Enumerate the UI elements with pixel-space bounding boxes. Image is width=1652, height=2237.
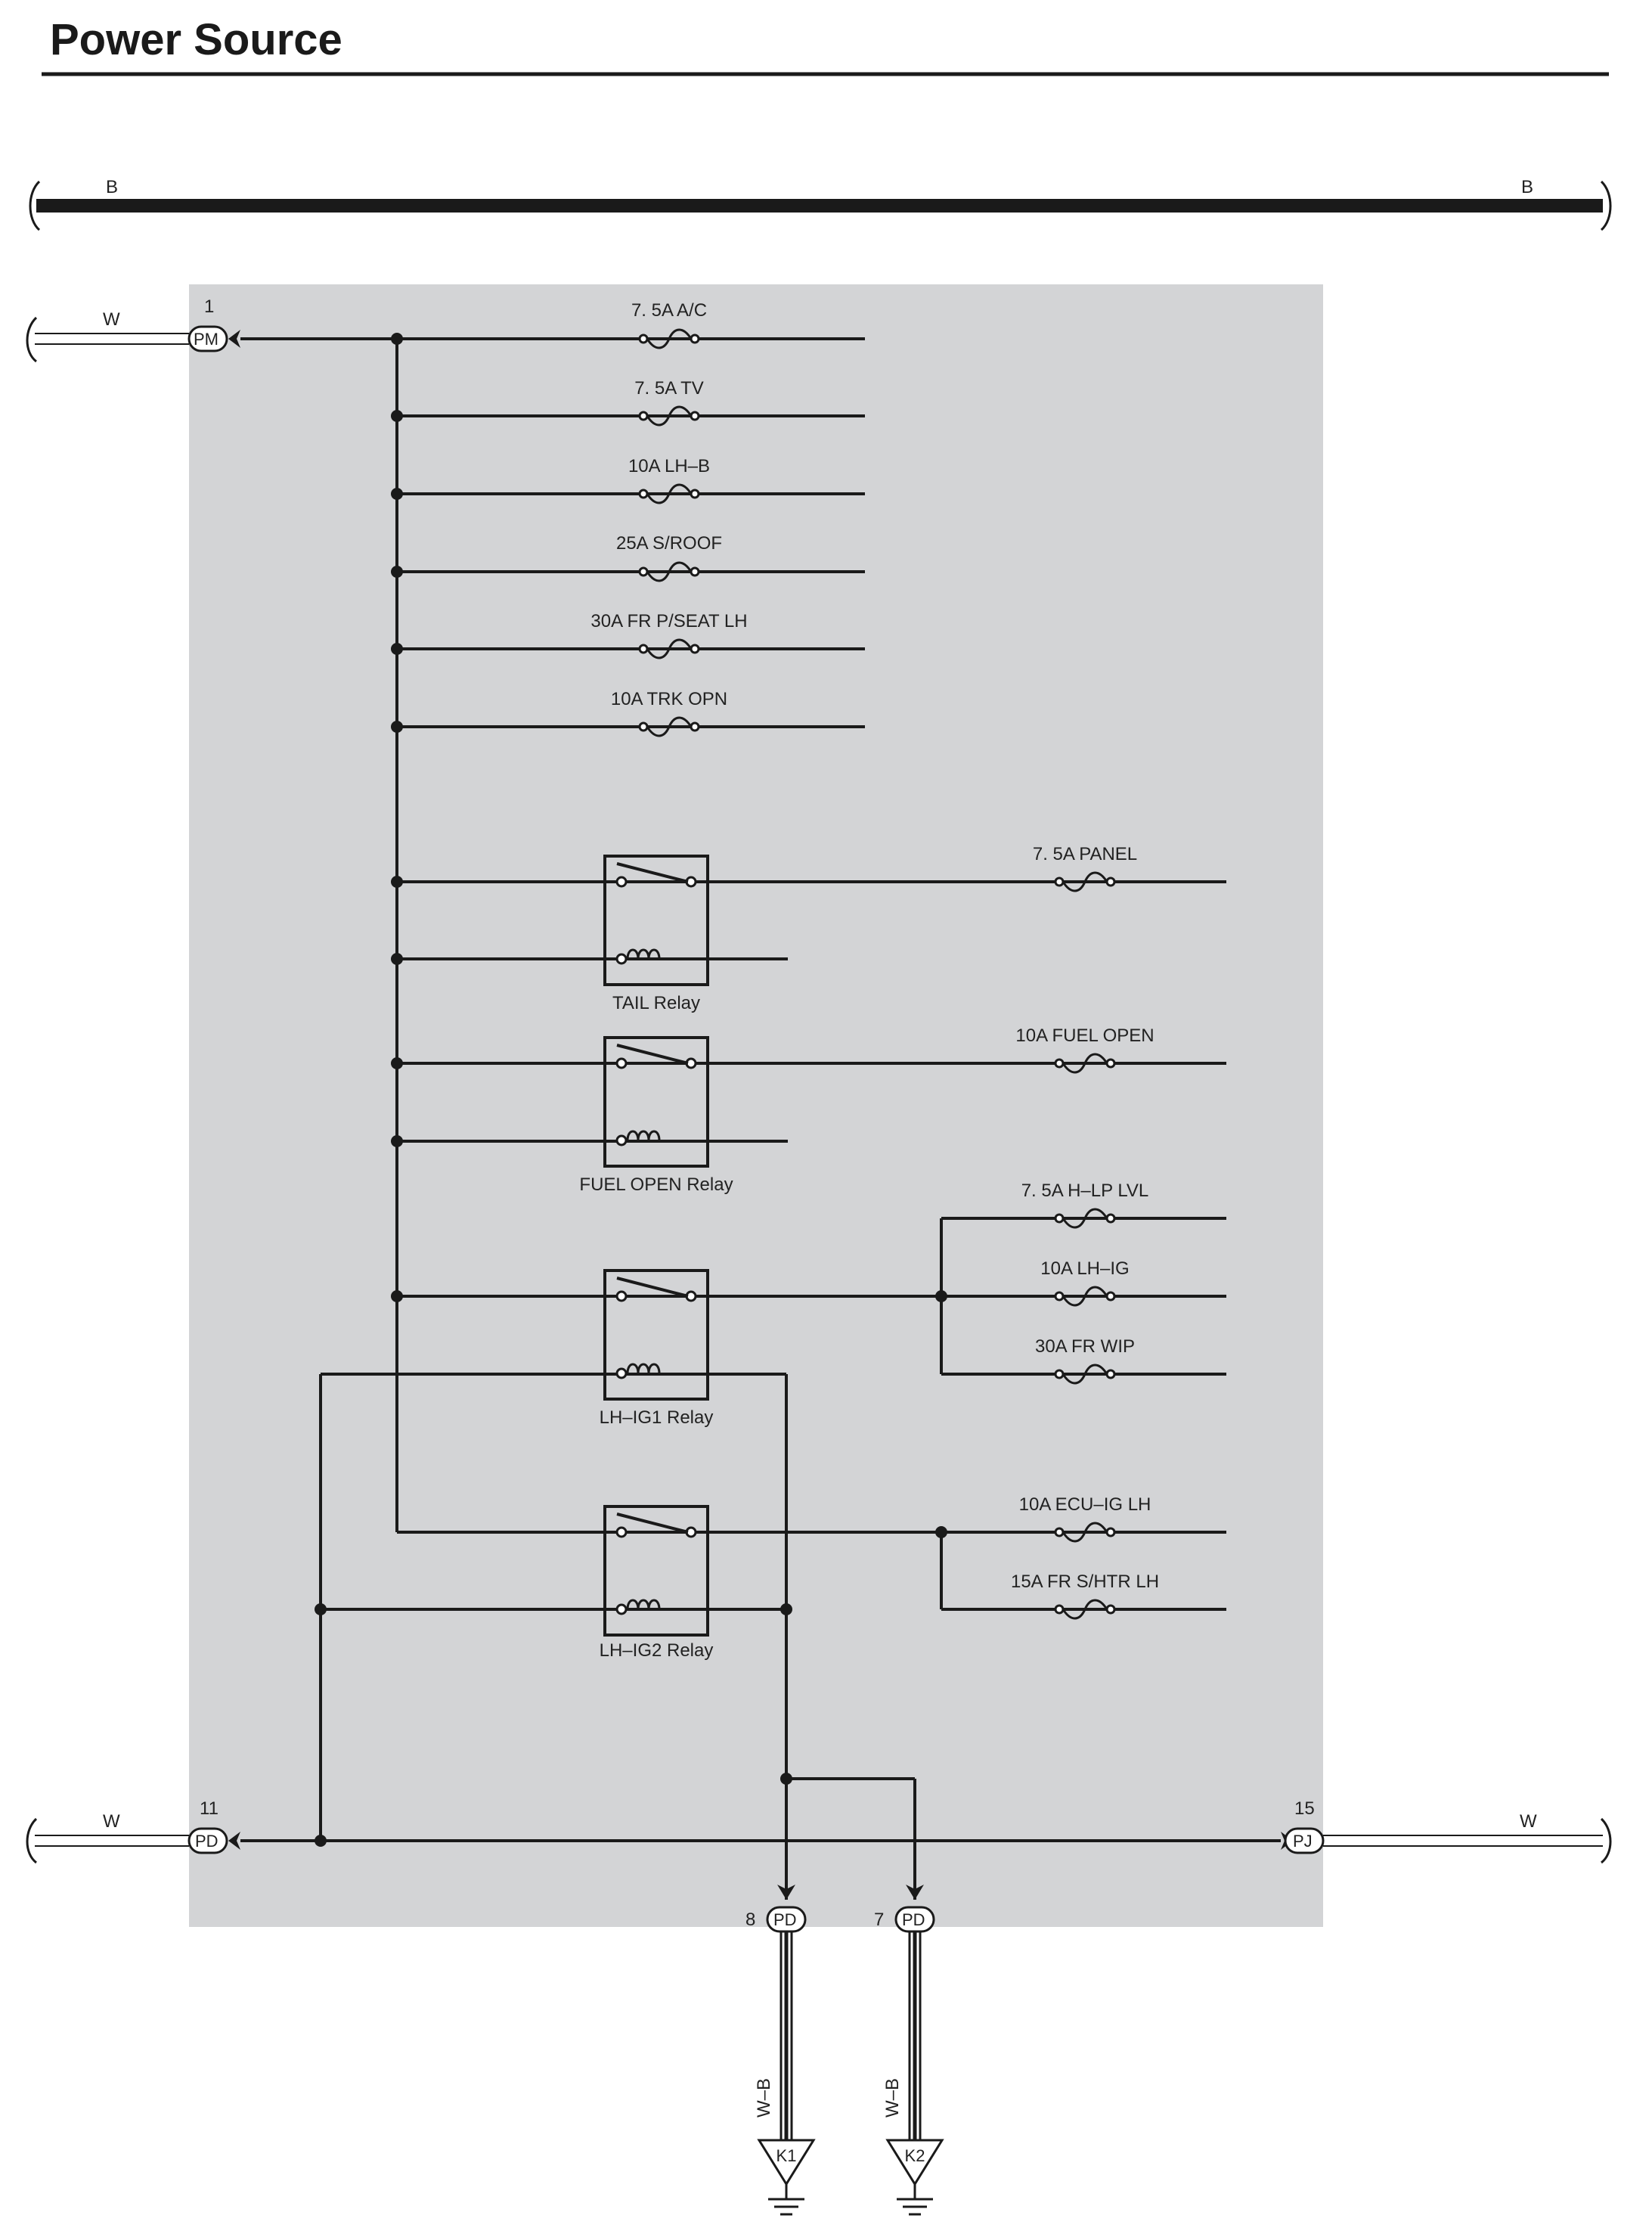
- pj-connector-label: PJ: [1293, 1832, 1313, 1851]
- lh-ig2-relay-label: LH–IG2 Relay: [600, 1640, 714, 1661]
- fuse-fuel-open-label: 10A FUEL OPEN: [1015, 1025, 1154, 1046]
- fuel-open-relay-label: FUEL OPEN Relay: [579, 1174, 733, 1195]
- fuse-hlp-lvl-label: 7. 5A H–LP LVL: [1021, 1181, 1149, 1201]
- junction-dots: [315, 333, 947, 1847]
- pd8-connector-label: PD: [773, 1910, 797, 1929]
- fuse-branches: [397, 337, 865, 728]
- fuse-lh-b-label: 10A LH–B: [628, 456, 710, 476]
- fuse-ecu-ig-label: 10A ECU–IG LH: [1019, 1494, 1151, 1515]
- pd8-pin-number: 8: [745, 1910, 755, 1930]
- lh-ig1-relay-label: LH–IG1 Relay: [600, 1407, 714, 1428]
- pm-pin-number: 1: [204, 296, 214, 317]
- pd7-wire-color: W–B: [882, 2078, 903, 2118]
- pd7-connector-label: PD: [902, 1910, 925, 1929]
- bus-left-label: B: [106, 177, 118, 197]
- ground-k1-label: K1: [776, 2146, 797, 2165]
- fuse-panel-label: 7. 5A PANEL: [1033, 844, 1137, 864]
- fuse-ac-label: 7. 5A A/C: [631, 300, 707, 321]
- pd-left-connector-label: PD: [195, 1832, 219, 1851]
- fuse-lh-ig-label: 10A LH–IG: [1040, 1258, 1129, 1279]
- fuse-fr-wip-label: 30A FR WIP: [1035, 1336, 1135, 1357]
- bus-right-label: B: [1521, 177, 1533, 197]
- pd-left-pin-number: 11: [200, 1798, 219, 1819]
- pm-connector-label: PM: [194, 330, 219, 349]
- pd8-wire-color: W–B: [754, 2078, 774, 2118]
- fuse-tv-label: 7. 5A TV: [634, 378, 704, 399]
- junction-block: [189, 284, 1323, 1927]
- pj-connector: [1284, 1827, 1325, 1854]
- pd-left-connector: [188, 1827, 228, 1854]
- fuse-fr-pseat-label: 30A FR P/SEAT LH: [590, 611, 747, 631]
- pd-left-wire-color: W: [103, 1811, 120, 1832]
- tail-relay-label: TAIL Relay: [612, 993, 700, 1013]
- pd7-pin-number: 7: [874, 1910, 884, 1930]
- pm-wire-color: W: [103, 309, 120, 330]
- page-title: Power Source: [50, 15, 342, 64]
- fuse-fr-shtr-label: 15A FR S/HTR LH: [1011, 1571, 1159, 1592]
- fuse-sroof-label: 25A S/ROOF: [616, 533, 722, 554]
- pm-connector: [188, 325, 228, 352]
- fuse-trk-opn-label: 10A TRK OPN: [611, 689, 727, 709]
- pj-wire-color: W: [1520, 1811, 1537, 1832]
- pj-pin-number: 15: [1294, 1798, 1315, 1819]
- ground-k2-label: K2: [905, 2146, 925, 2165]
